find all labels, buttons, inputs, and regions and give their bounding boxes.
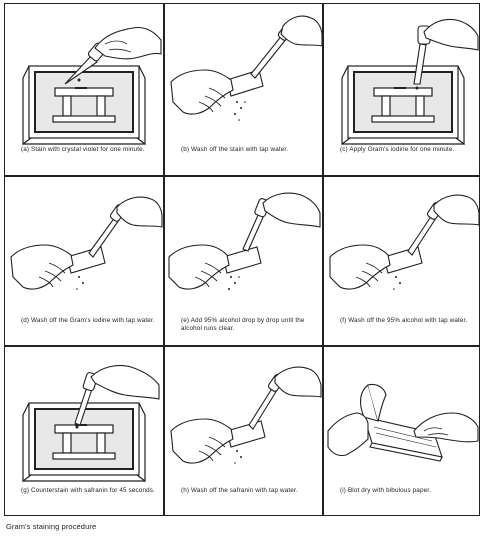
wash-iodine-illustration xyxy=(10,196,163,290)
panel-e-caption: (e) Add 95% alcohol drop by drop until t… xyxy=(181,317,305,332)
blot-dry-illustration xyxy=(327,383,479,462)
panel-h: (h) Wash off the safranin with tap water… xyxy=(164,346,323,516)
iodine-tray-illustration xyxy=(341,18,479,146)
crystal-violet-tray-illustration xyxy=(22,26,162,146)
panel-g: (g) Counterstain with safranin for 45 se… xyxy=(4,346,164,516)
panel-a-caption: (a) Stain with crystal violet for one mi… xyxy=(21,146,145,153)
panel-b-caption: (b) Wash off the stain with tap water. xyxy=(181,146,289,153)
alcohol-drops-illustration xyxy=(168,192,321,290)
wash-alcohol-illustration xyxy=(329,194,479,290)
panel-h-caption: (h) Wash off the safranin with tap water… xyxy=(181,487,298,494)
panel-i-caption: (i) Blot dry with bibulous paper. xyxy=(340,487,432,494)
panel-a: (a) Stain with crystal violet for one mi… xyxy=(4,3,164,176)
panel-c: (c) Apply Gram's iodine for one minute. xyxy=(323,3,480,176)
wash-stain-illustration xyxy=(170,15,322,121)
procedure-grid: (a) Stain with crystal violet for one mi… xyxy=(4,3,480,516)
panel-b: (b) Wash off the stain with tap water. xyxy=(164,3,323,176)
safranin-tray-illustration xyxy=(22,364,160,483)
wash-safranin-illustration xyxy=(170,366,322,464)
figure-caption: Gram's staining procedure xyxy=(6,522,97,531)
panel-e: (e) Add 95% alcohol drop by drop until t… xyxy=(164,176,323,346)
panel-f-caption: (f) Wash off the 95% alcohol with tap wa… xyxy=(340,317,468,324)
panel-d-caption: (d) Wash off the Gram's iodine with tap … xyxy=(21,317,155,324)
panel-f: (f) Wash off the 95% alcohol with tap wa… xyxy=(323,176,480,346)
panel-c-caption: (c) Apply Gram's iodine for one minute. xyxy=(340,146,455,153)
panel-d: (d) Wash off the Gram's iodine with tap … xyxy=(4,176,164,346)
panel-g-caption: (g) Counterstain with safranin for 45 se… xyxy=(21,487,155,494)
panel-i: (i) Blot dry with bibulous paper. xyxy=(323,346,480,516)
